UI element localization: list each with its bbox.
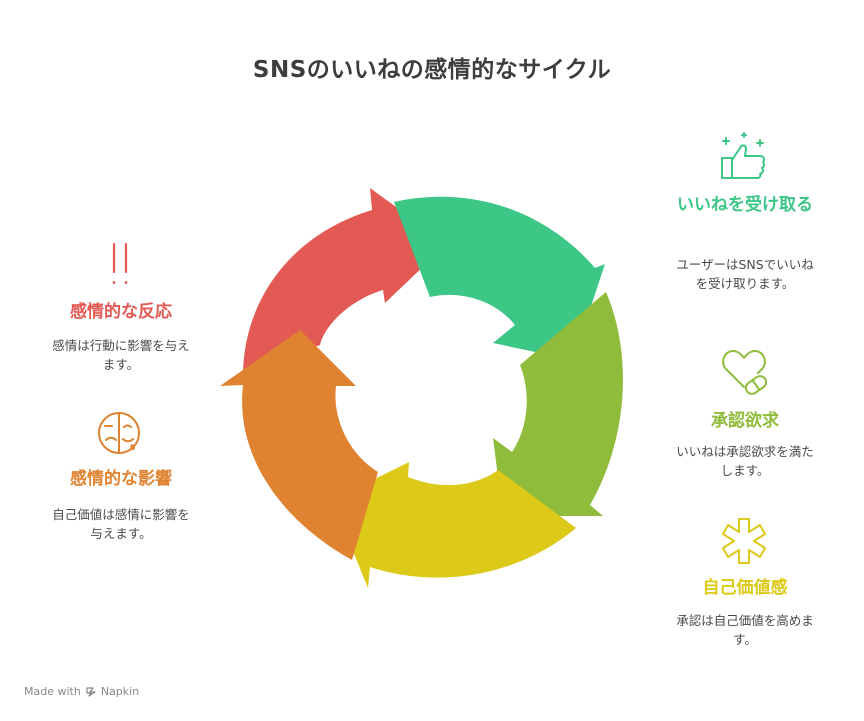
step-heading-receive-likes: いいねを受け取る: [677, 195, 813, 215]
footer-prefix: Made with: [24, 685, 81, 698]
footer-credit: Made with Napkin: [24, 685, 139, 698]
step-heading-self-worth: 自己価値感: [702, 578, 788, 598]
step-heading-emotional-reaction: 感情的な反応: [70, 302, 172, 322]
step-desc-emotional-impact: 自己価値は感情に影響を与えます。: [52, 507, 190, 541]
cycle-segment-yellow: [332, 462, 576, 588]
cycle-segment-green: [394, 196, 605, 360]
page-title: SNSのいいねの感情的なサイクル: [252, 57, 612, 83]
step-heading-approval-desire: 承認欲求: [711, 411, 779, 431]
step-desc-emotional-reaction: 感情は行動に影響を与えます。: [52, 338, 190, 372]
step-desc-receive-likes: ユーザーはSNSでいいねを受け取ります。: [676, 257, 814, 291]
step-heading-emotional-impact: 感情的な影響: [70, 469, 172, 489]
asterisk-icon: [722, 518, 766, 564]
sad-happy-mask-icon: [98, 412, 140, 454]
step-desc-approval-desire: いいねは承認欲求を満たします。: [676, 444, 814, 478]
heart-pill-icon: [722, 350, 768, 395]
cycle-segment-olive: [493, 292, 623, 516]
step-desc-self-worth: 承認は自己価値を高めます。: [676, 613, 814, 647]
footer-brand: Napkin: [100, 685, 140, 698]
cycle-segment-orange: [220, 330, 378, 560]
napkin-logo-icon: [86, 686, 96, 697]
double-exclamation-icon: [112, 242, 128, 285]
cycle-segment-red: [243, 188, 447, 372]
thumbs-up-sparkle-icon: [721, 132, 766, 179]
